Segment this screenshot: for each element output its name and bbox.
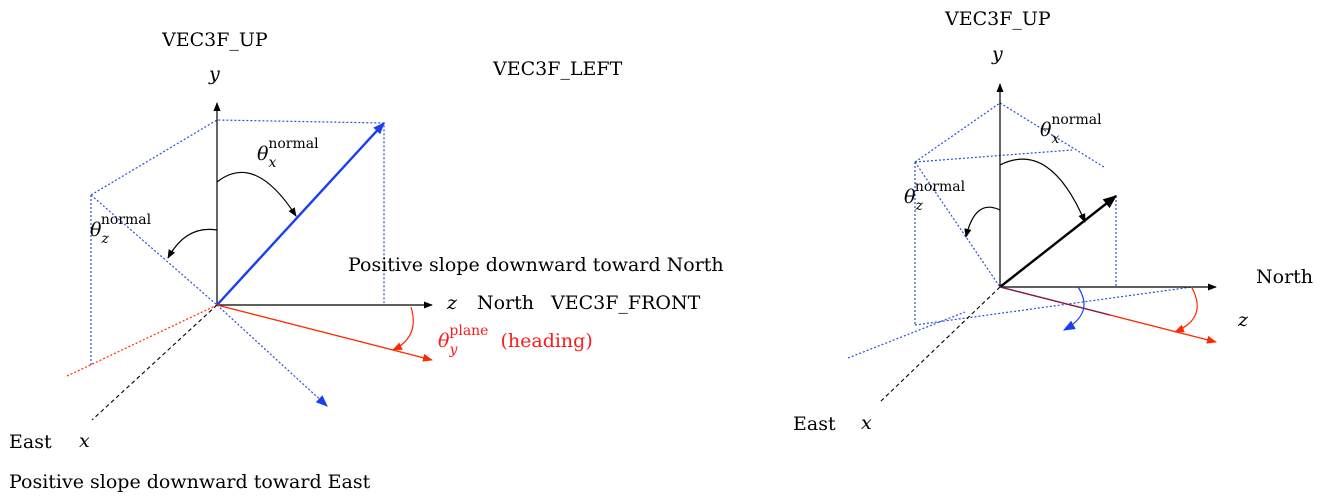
right-normal-vector: [999, 195, 1118, 288]
left-label-vec3f-front: VEC3F_FRONT: [550, 292, 701, 314]
left-theta-y-arc: [392, 306, 414, 351]
left-theta-x-label: θxnormal: [257, 136, 319, 171]
right-heading-overlap: [999, 286, 1111, 316]
left-theta-x-arc: [216, 172, 297, 217]
left-slope-north-caption: Positive slope downward toward North: [348, 254, 724, 276]
right-red-arc: [1174, 287, 1198, 333]
left-dotted-direction-arrow: [216, 304, 328, 407]
left-slope-east-caption: Positive slope downward toward East: [9, 471, 371, 493]
left-theta-y-heading-label: θyplane(heading): [438, 323, 593, 358]
right-label-z-axis: z: [1237, 309, 1249, 331]
right-label-vec3f-up: VEC3F_UP: [944, 8, 1051, 30]
right-label-y-axis: y: [991, 43, 1003, 65]
right-theta-x-arc: [999, 158, 1086, 223]
left-label-north: North: [477, 292, 534, 314]
right-label-north: North: [1256, 266, 1313, 288]
left-label-east: East: [9, 431, 52, 453]
right-theta-z-label: θznormal: [904, 179, 966, 214]
left-label-vec3f-left: VEC3F_LEFT: [492, 58, 623, 80]
right-label-east: East: [793, 413, 836, 435]
left-label-x-axis: x: [79, 430, 90, 452]
left-label-z-axis: z: [446, 292, 458, 314]
left-heading-extension: [64, 304, 218, 378]
right-theta-z-arc: [964, 206, 1001, 238]
left-normal-vector: [216, 122, 385, 306]
left-heading-vector: [216, 304, 433, 362]
right-blue-arc: [1062, 286, 1085, 331]
left-diagram: VEC3F_UP y VEC3F_LEFT θxnormal θznormal …: [9, 29, 724, 493]
left-theta-z-label: θznormal: [90, 212, 152, 247]
right-plane-outline: [847, 102, 1193, 359]
left-x-axis: [91, 304, 218, 421]
right-label-x-axis: x: [861, 412, 872, 434]
right-diagram: VEC3F_UP y θxnormal θznormal North z Eas…: [793, 8, 1313, 435]
right-x-axis: [879, 286, 1001, 403]
left-label-y-axis: y: [208, 63, 220, 85]
left-label-vec3f-up: VEC3F_UP: [161, 29, 268, 51]
left-theta-z-arc: [167, 228, 218, 259]
right-theta-x-label: θxnormal: [1040, 112, 1102, 147]
left-plane-outline: [90, 119, 385, 365]
